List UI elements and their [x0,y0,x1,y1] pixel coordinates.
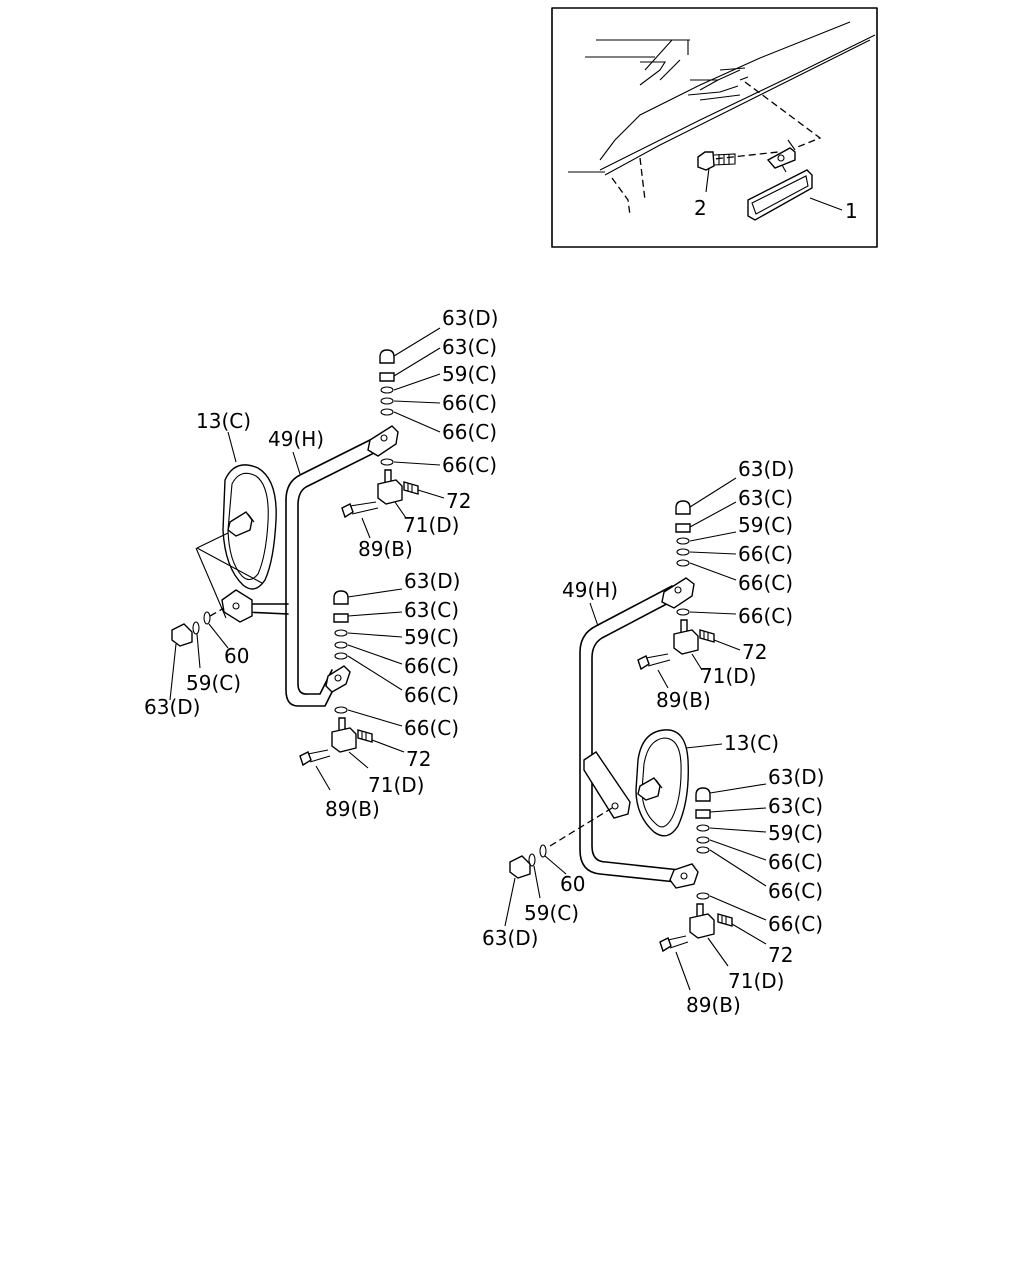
right-mid-label-4: 66(C) [768,850,823,874]
right-mid-label-5: 66(C) [768,879,823,903]
left-stack-top: 63(D) 63(C) 59(C) 66(C) 66(C) 66(C) [379,306,498,477]
left-label-mirror: 13(C) [196,409,251,433]
right-stack-top: 63(D) 63(C) 59(C) 66(C) 66(C) 66(C) [675,457,794,628]
left-top-71d: 71(D) [403,513,459,537]
right-nut-59c: 59(C) [524,901,579,925]
inset-label-mirror: 1 [845,199,858,223]
left-nut-60: 60 [224,644,249,668]
right-top-72: 72 [742,640,767,664]
left-mid-label-2: 63(C) [404,598,459,622]
left-bot-72: 72 [406,747,431,771]
left-top-89b: 89(B) [358,537,413,561]
left-mid-label-4: 66(C) [404,654,459,678]
right-mid-label-2: 63(C) [768,794,823,818]
left-top-72: 72 [446,489,471,513]
right-label-mirror: 13(C) [724,731,779,755]
left-bot-89b: 89(B) [325,797,380,821]
left-nut-63d: 63(D) [144,695,200,719]
left-bot-71d: 71(D) [368,773,424,797]
left-label-stay: 49(H) [268,427,324,451]
inset-bolt [697,151,736,171]
left-stay [221,425,399,707]
right-mid-label-6: 66(C) [768,912,823,936]
right-label-stay: 49(H) [562,578,618,602]
left-top-label-1: 63(D) [442,306,498,330]
left-mirror-nut: 60 59(C) 63(D) [144,607,249,719]
left-nut-59c: 59(C) [186,671,241,695]
right-top-label-5: 66(C) [738,571,793,595]
inset-label-bolt: 2 [694,196,707,220]
right-top-label-1: 63(D) [738,457,794,481]
assembly-right: 63(D) 63(C) 59(C) 66(C) 66(C) 66(C) 72 7… [482,457,824,1017]
inset-frame [551,7,878,248]
right-top-label-2: 63(C) [738,486,793,510]
left-top-label-3: 59(C) [442,362,497,386]
right-mirror [635,729,689,837]
left-clamp-bottom: 72 71(D) 89(B) [299,717,431,821]
right-nut-63d: 63(D) [482,926,538,950]
left-top-label-5: 66(C) [442,420,497,444]
left-mid-label-6: 66(C) [404,716,459,740]
right-bot-89b: 89(B) [686,993,741,1017]
right-top-71d: 71(D) [700,664,756,688]
left-top-label-6: 66(C) [442,453,497,477]
right-mid-label-1: 63(D) [768,765,824,789]
left-mid-label-3: 59(C) [404,625,459,649]
left-mid-label-1: 63(D) [404,569,460,593]
right-bot-72: 72 [768,943,793,967]
right-top-label-6: 66(C) [738,604,793,628]
right-top-89b: 89(B) [656,688,711,712]
inset-panel: 2 1 [551,7,878,248]
assembly-left: 63(D) 63(C) 59(C) 66(C) 66(C) 66(C) 72 7… [144,306,498,821]
right-top-label-3: 59(C) [738,513,793,537]
right-mid-label-3: 59(C) [768,821,823,845]
left-top-label-2: 63(C) [442,335,497,359]
inset-mirror [747,139,813,221]
right-clamp-top: 72 71(D) 89(B) [637,619,767,712]
left-mid-label-5: 66(C) [404,683,459,707]
right-nut-60: 60 [560,872,585,896]
right-stack-mid: 63(D) 63(C) 59(C) 66(C) 66(C) 66(C) [695,765,824,936]
right-bot-71d: 71(D) [728,969,784,993]
left-stack-mid: 63(D) 63(C) 59(C) 66(C) 66(C) 66(C) [333,569,460,740]
right-stay [579,577,699,889]
left-clamp-top: 72 71(D) 89(B) [341,469,471,561]
right-clamp-bottom: 72 71(D) 89(B) [659,903,793,1017]
right-mirror-nut: 60 59(C) 63(D) [482,844,585,950]
left-top-label-4: 66(C) [442,391,497,415]
right-top-label-4: 66(C) [738,542,793,566]
left-mirror [222,464,277,590]
